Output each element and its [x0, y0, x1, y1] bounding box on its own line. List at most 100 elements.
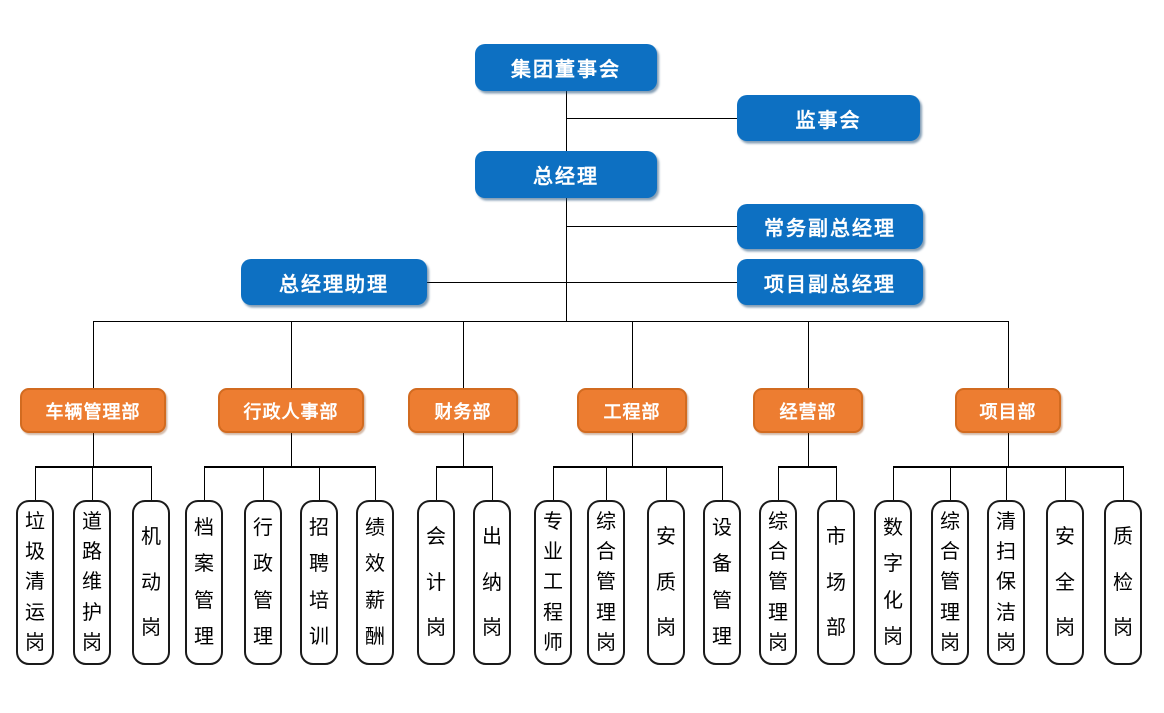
connector-line	[34, 466, 36, 500]
node-label: 专业工程师	[543, 511, 563, 654]
connector-line	[778, 466, 836, 468]
node-dept-finance: 财务部	[408, 388, 518, 433]
node-position: 综合管理岗	[759, 500, 797, 665]
node-label: 总经理助理	[279, 273, 389, 296]
connector-line	[565, 198, 567, 321]
connector-line	[892, 466, 894, 500]
node-position: 设备管理	[703, 500, 741, 665]
node-label: 会计岗	[426, 526, 446, 639]
node-dept-project: 项目部	[955, 388, 1061, 433]
node-position: 会计岗	[417, 500, 455, 665]
connector-line	[204, 466, 375, 468]
connector-line	[290, 321, 292, 388]
node-board: 集团董事会	[475, 44, 657, 91]
node-position: 综合管理岗	[587, 500, 625, 665]
node-position: 综合管理岗	[931, 500, 969, 665]
node-label: 市场部	[826, 526, 846, 639]
node-position: 道路维护岗	[73, 500, 111, 665]
node-dept-vehicle-management: 车辆管理部	[20, 388, 166, 433]
connector-line	[552, 466, 554, 500]
connector-line	[949, 466, 951, 500]
node-label: 项目副总经理	[764, 273, 896, 296]
node-position: 招聘培训	[300, 500, 338, 665]
node-label: 清扫保洁岗	[996, 511, 1016, 654]
connector-line	[35, 466, 151, 468]
node-label: 安全岗	[1055, 526, 1075, 639]
node-label: 财务部	[434, 401, 492, 422]
node-label: 道路维护岗	[82, 511, 102, 654]
node-supervisory-board: 监事会	[737, 95, 920, 141]
node-label: 垃圾清运岗	[25, 511, 45, 654]
node-label: 行政管理	[253, 517, 273, 648]
node-exec-deputy-gm: 常务副总经理	[737, 204, 923, 249]
connector-line	[893, 466, 1123, 468]
node-position: 垃圾清运岗	[16, 500, 54, 665]
connector-line	[1064, 466, 1066, 500]
connector-line	[91, 466, 93, 500]
node-label: 经营部	[779, 401, 837, 422]
node-position: 数字化岗	[874, 500, 912, 665]
node-label: 车辆管理部	[45, 401, 141, 422]
connector-line	[807, 433, 809, 467]
node-label: 招聘培训	[309, 517, 329, 648]
connector-line	[1122, 466, 1124, 500]
node-position: 质检岗	[1104, 500, 1142, 665]
node-position: 档案管理	[185, 500, 223, 665]
node-label: 绩效薪酬	[365, 517, 385, 648]
node-label: 安质岗	[656, 526, 676, 639]
connector-line	[92, 433, 94, 467]
connector-line	[203, 466, 205, 500]
node-label: 数字化岗	[883, 517, 903, 648]
connector-line	[566, 117, 737, 119]
connector-line	[462, 433, 464, 467]
node-label: 质检岗	[1113, 526, 1133, 639]
node-label: 集团董事会	[511, 59, 621, 81]
node-label: 综合管理岗	[940, 511, 960, 654]
node-dept-engineering: 工程部	[577, 388, 687, 433]
connector-line	[565, 91, 567, 151]
node-gm-assistant: 总经理助理	[241, 259, 427, 305]
connector-line	[1007, 433, 1009, 467]
node-label: 常务副总经理	[764, 218, 896, 240]
connector-line	[553, 466, 722, 468]
node-position: 机动岗	[132, 500, 170, 665]
node-position: 安全岗	[1046, 500, 1084, 665]
node-label: 档案管理	[194, 517, 214, 648]
connector-line	[436, 466, 492, 468]
node-label: 监事会	[795, 109, 862, 132]
connector-line	[777, 466, 779, 500]
node-label: 项目部	[979, 401, 1037, 422]
node-position: 市场部	[817, 500, 855, 665]
connector-line	[491, 466, 493, 500]
node-position: 专业工程师	[534, 500, 572, 665]
node-label: 综合管理岗	[768, 511, 788, 654]
connector-line	[605, 466, 607, 500]
connector-line	[318, 466, 320, 500]
node-dept-admin-hr: 行政人事部	[218, 388, 364, 433]
connector-line	[427, 281, 737, 283]
node-general-manager: 总经理	[475, 151, 657, 198]
connector-line	[566, 225, 737, 227]
node-label: 工程部	[603, 401, 661, 422]
connector-line	[807, 321, 809, 388]
connector-line	[435, 466, 437, 500]
connector-line	[92, 321, 94, 388]
node-position: 清扫保洁岗	[987, 500, 1025, 665]
node-position: 行政管理	[244, 500, 282, 665]
connector-line	[631, 433, 633, 467]
connector-line	[721, 466, 723, 500]
connector-line	[462, 321, 464, 388]
node-label: 出纳岗	[482, 526, 502, 639]
connector-line	[150, 466, 152, 500]
node-label: 行政人事部	[243, 401, 339, 422]
connector-line	[665, 466, 667, 500]
connector-line	[374, 466, 376, 500]
node-project-deputy-gm: 项目副总经理	[737, 259, 923, 305]
node-position: 安质岗	[647, 500, 685, 665]
node-label: 总经理	[533, 166, 599, 188]
node-dept-operations: 经营部	[753, 388, 863, 433]
connector-line	[835, 466, 837, 500]
connector-line	[93, 320, 1008, 322]
node-label: 设备管理	[712, 517, 732, 648]
